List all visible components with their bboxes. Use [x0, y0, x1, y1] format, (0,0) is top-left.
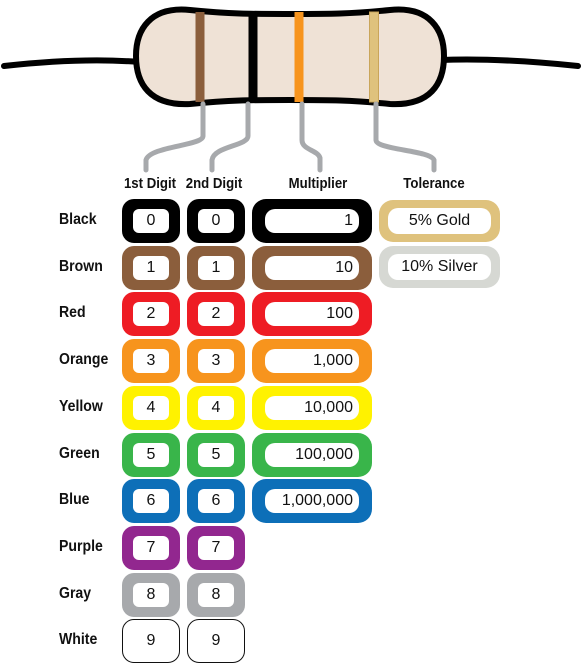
multiplier-chip-orange: 1,000	[252, 339, 372, 383]
second-digit-value: 4	[198, 396, 234, 420]
first-digit-chip-black: 0	[122, 199, 180, 243]
leader-line-4	[373, 101, 437, 173]
second-digit-value: 7	[198, 536, 234, 560]
second-digit-chip-yellow: 4	[187, 386, 245, 430]
first-digit-chip-white: 9	[122, 619, 180, 663]
first-digit-value: 3	[133, 349, 169, 373]
color-name-gray: Gray	[59, 585, 92, 602]
color-name-purple: Purple	[59, 538, 103, 555]
second-digit-chip-gray: 8	[187, 573, 245, 617]
first-digit-value: 1	[133, 256, 169, 280]
first-digit-value: 2	[133, 302, 169, 326]
second-digit-value: 6	[198, 489, 234, 513]
tolerance-header: Tolerance	[403, 175, 465, 192]
first-digit-chip-green: 5	[122, 433, 180, 477]
multiplier-value: 10,000	[265, 396, 359, 420]
second-digit-value: 2	[198, 302, 234, 326]
color-name-yellow: Yellow	[59, 398, 103, 415]
second-digit-chip-black: 0	[187, 199, 245, 243]
right-lead-wire	[437, 56, 581, 69]
resistor-body	[132, 6, 448, 108]
leader-line-2	[209, 101, 251, 173]
color-name-orange: Orange	[59, 351, 109, 368]
tolerance-label: 10% Silver	[388, 254, 491, 280]
second-digit-value: 9	[194, 626, 238, 656]
resistor-band-4	[369, 11, 379, 103]
multiplier-chip-green: 100,000	[252, 433, 372, 477]
multiplier-header: Multiplier	[288, 175, 348, 192]
first-digit-value: 0	[133, 209, 169, 233]
second-digit-chip-white: 9	[187, 619, 245, 663]
leader-line-1	[143, 101, 206, 173]
first-digit-header: 1st Digit	[123, 175, 177, 192]
second-digit-value: 5	[198, 443, 234, 467]
multiplier-chip-black: 1	[252, 199, 372, 243]
color-name-brown: Brown	[59, 258, 103, 275]
second-digit-value: 8	[198, 583, 234, 607]
second-digit-value: 3	[198, 349, 234, 373]
first-digit-chip-brown: 1	[122, 246, 180, 290]
leader-line-3	[299, 101, 323, 173]
tolerance-label: 5% Gold	[388, 208, 491, 234]
first-digit-chip-purple: 7	[122, 526, 180, 570]
first-digit-value: 6	[133, 489, 169, 513]
tolerance-chip-2: 10% Silver	[379, 246, 500, 288]
color-name-black: Black	[59, 211, 97, 228]
multiplier-value: 1,000,000	[265, 489, 359, 513]
resistor-band-2	[248, 12, 258, 102]
multiplier-value: 1	[265, 209, 359, 233]
second-digit-chip-purple: 7	[187, 526, 245, 570]
second-digit-value: 0	[198, 209, 234, 233]
left-lead-wire	[1, 57, 143, 69]
first-digit-value: 7	[133, 536, 169, 560]
multiplier-value: 1,000	[265, 349, 359, 373]
first-digit-chip-red: 2	[122, 292, 180, 336]
color-name-white: White	[59, 631, 98, 648]
resistor-band-3	[294, 12, 304, 102]
first-digit-value: 9	[129, 626, 173, 656]
second-digit-chip-green: 5	[187, 433, 245, 477]
multiplier-chip-blue: 1,000,000	[252, 479, 372, 523]
first-digit-chip-blue: 6	[122, 479, 180, 523]
multiplier-value: 100,000	[265, 443, 359, 467]
color-name-green: Green	[59, 445, 100, 462]
color-name-red: Red	[59, 304, 86, 321]
multiplier-chip-red: 100	[252, 292, 372, 336]
first-digit-chip-gray: 8	[122, 573, 180, 617]
multiplier-value: 100	[265, 302, 359, 326]
first-digit-value: 8	[133, 583, 169, 607]
second-digit-chip-blue: 6	[187, 479, 245, 523]
second-digit-chip-orange: 3	[187, 339, 245, 383]
second-digit-chip-red: 2	[187, 292, 245, 336]
multiplier-chip-yellow: 10,000	[252, 386, 372, 430]
first-digit-chip-yellow: 4	[122, 386, 180, 430]
resistor-band-1	[195, 12, 205, 102]
tolerance-chip-1: 5% Gold	[379, 200, 500, 242]
multiplier-value: 10	[265, 256, 359, 280]
first-digit-value: 4	[133, 396, 169, 420]
second-digit-header: 2nd Digit	[185, 175, 243, 192]
first-digit-value: 5	[133, 443, 169, 467]
multiplier-chip-brown: 10	[252, 246, 372, 290]
first-digit-chip-orange: 3	[122, 339, 180, 383]
second-digit-value: 1	[198, 256, 234, 280]
second-digit-chip-brown: 1	[187, 246, 245, 290]
color-name-blue: Blue	[59, 491, 90, 508]
